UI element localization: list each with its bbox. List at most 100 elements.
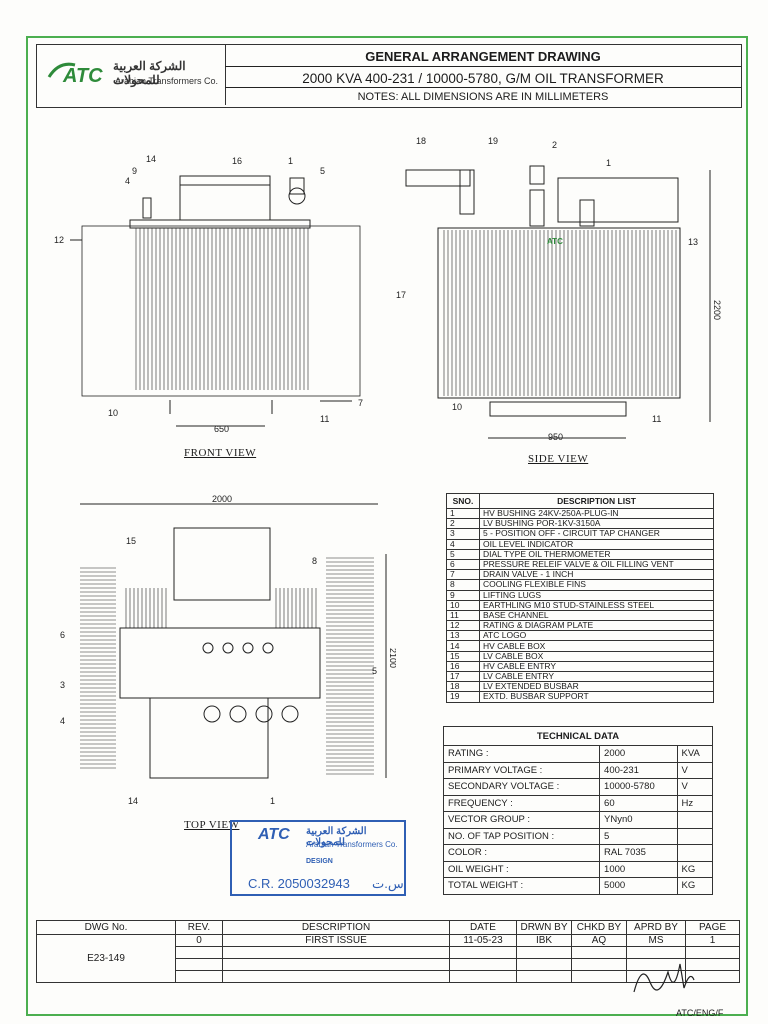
tb-dwg-no: E23-149 — [36, 934, 176, 983]
technical-data-unit: V — [676, 778, 714, 796]
description-list-desc: LV CABLE ENTRY — [479, 670, 714, 683]
tb-header-date: DATE — [449, 920, 517, 935]
technical-data-unit: V — [676, 761, 714, 779]
technical-data-unit: Hz — [676, 794, 714, 812]
description-list-sno: 8 — [446, 579, 480, 591]
description-list-sno: 9 — [446, 589, 480, 601]
technical-data-value: YNyn0 — [599, 811, 678, 829]
callout-8: 8 — [312, 556, 317, 566]
stamp-cr-arabic: س.ت — [372, 876, 404, 891]
technical-data-label: VECTOR GROUP : — [442, 811, 601, 829]
company-name-arabic: الشركة العربية للمحولات — [113, 59, 186, 87]
atc-logo-icon: ATC — [47, 62, 103, 87]
callout-19: 19 — [488, 136, 498, 146]
callout-1: 1 — [606, 158, 611, 168]
description-list-sno: 11 — [446, 609, 480, 622]
technical-data-unit — [676, 827, 714, 845]
description-list-desc: DIAL TYPE OIL THERMOMETER — [479, 548, 714, 560]
tb-page: 1 — [685, 934, 740, 947]
callout-14: 14 — [128, 796, 138, 806]
top-view-drawing: 15 8 6 3 4 5 14 1 2000 2100 — [60, 494, 396, 806]
description-list-sno: 14 — [446, 640, 480, 652]
technical-data-value: 2000 — [599, 745, 678, 763]
tb-desc: FIRST ISSUE — [222, 934, 450, 947]
callout-14: 14 — [146, 154, 156, 164]
footer-form-code: ATC/ENG/F — [676, 1008, 724, 1018]
description-list-desc: LV EXTENDED BUSBAR — [479, 681, 714, 693]
atc-logo-plate: ATC — [547, 237, 563, 246]
tb-header-rev: REV. — [175, 920, 223, 935]
callout-12: 12 — [54, 235, 64, 245]
callout-16: 16 — [232, 156, 242, 166]
callout-7: 7 — [358, 398, 363, 408]
description-list-sno: 2 — [446, 518, 480, 530]
drawing-title: GENERAL ARRANGEMENT DRAWING — [365, 49, 601, 64]
description-list-sno: 15 — [446, 650, 480, 662]
dim-top-height: 2100 — [388, 648, 396, 668]
description-list-sno: 18 — [446, 681, 480, 693]
callout-4: 4 — [125, 176, 130, 186]
stamp-cr-number: C.R. 2050032943 — [248, 876, 350, 891]
technical-data-label: COLOR : — [442, 844, 601, 862]
description-list-sno: 3 — [446, 528, 480, 540]
description-list-sno: 1 — [446, 507, 480, 520]
description-list-desc: 5 - POSITION OFF - CIRCUIT TAP CHANGER — [479, 528, 714, 540]
dim-side-width: 950 — [548, 432, 563, 440]
description-list-sno: 5 — [446, 548, 480, 560]
callout-3: 3 — [60, 680, 65, 690]
technical-data-label: PRIMARY VOLTAGE : — [442, 761, 601, 779]
description-list-sno: 13 — [446, 630, 480, 642]
tb-header-aprd: APRD BY — [626, 920, 686, 935]
callout-17: 17 — [396, 290, 406, 300]
technical-data-value: 1000 — [599, 860, 678, 878]
callout-18: 18 — [416, 136, 426, 146]
description-list-sno: 10 — [446, 599, 480, 611]
front-view-label: FRONT VIEW — [184, 447, 257, 459]
technical-data-label: TOTAL WEIGHT : — [442, 877, 601, 895]
drawing-notes: NOTES: ALL DIMENSIONS ARE IN MILLIMETERS — [357, 91, 609, 103]
dim-side-height: 2200 — [712, 300, 722, 320]
tb-header-dwg: DWG No. — [36, 920, 176, 935]
stamp-department: DESIGN — [306, 858, 333, 865]
description-list-desc: ATC LOGO — [479, 630, 714, 642]
technical-data-title: TECHNICAL DATA — [443, 726, 713, 746]
technical-data-label: SECONDARY VOLTAGE : — [442, 778, 601, 796]
side-view-label: SIDE VIEW — [528, 453, 589, 465]
tb-header-chkd: CHKD BY — [571, 920, 627, 935]
description-list-header-sno: SNO. — [446, 493, 480, 509]
technical-data-row: NO. OF TAP POSITION :5 — [442, 827, 714, 845]
tb-rev: 0 — [175, 934, 223, 947]
description-list-desc: LIFTING LUGS — [479, 589, 714, 601]
callout-9: 9 — [132, 166, 137, 176]
company-name-english: Arabian Transformers Co. — [115, 76, 219, 86]
description-list-desc: EXTD. BUSBAR SUPPORT — [479, 691, 714, 703]
callout-1: 1 — [270, 796, 275, 806]
side-view-drawing: 18 19 2 1 13 17 10 11 950 2200 ATC — [396, 136, 722, 440]
description-list-sno: 12 — [446, 620, 480, 632]
description-list-desc: LV BUSHING POR-1KV-3150A — [479, 518, 714, 530]
technical-data-unit: KG — [676, 860, 714, 878]
description-list-header-desc: DESCRIPTION LIST — [479, 493, 714, 509]
callout-1: 1 — [288, 156, 293, 166]
description-list-desc: OIL LEVEL INDICATOR — [479, 538, 714, 550]
description-list-desc: HV CABLE BOX — [479, 640, 714, 652]
technical-data-value: 10000-5780 — [599, 778, 678, 796]
description-list-desc: RATING & DIAGRAM PLATE — [479, 620, 714, 632]
tb-header-drwn: DRWN BY — [516, 920, 572, 935]
technical-data-value: RAL 7035 — [599, 844, 678, 862]
